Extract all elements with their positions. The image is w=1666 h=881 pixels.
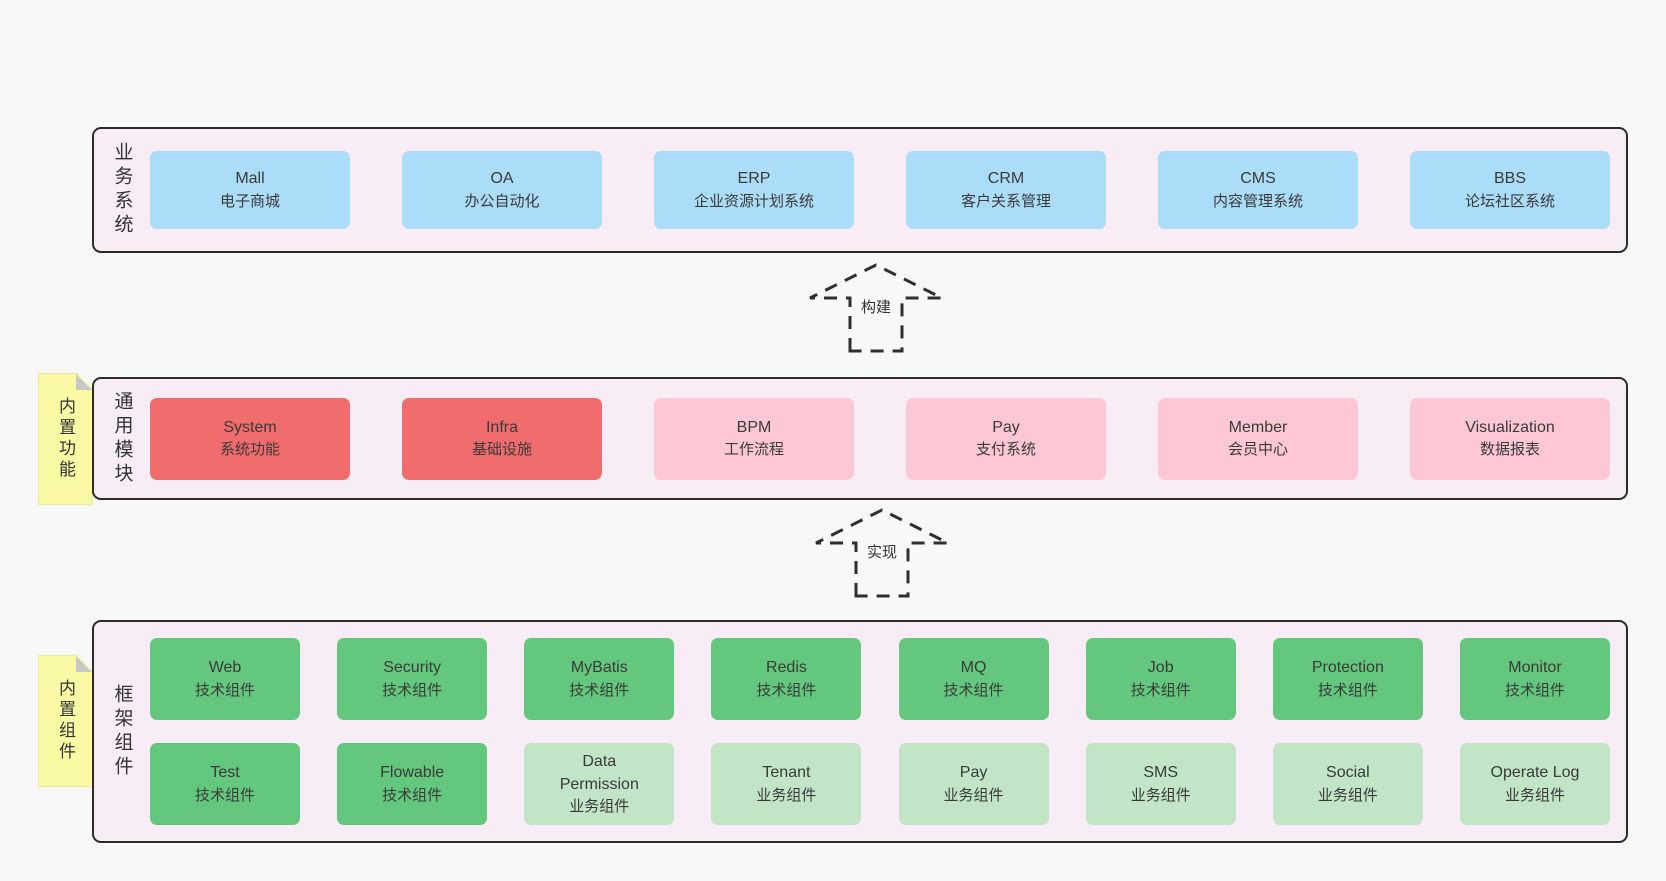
node-test: Test 技术组件 — [150, 743, 300, 825]
sticky-note-builtin-features: 内置功能 — [38, 373, 93, 505]
node-member: Member 会员中心 — [1158, 397, 1358, 480]
framework-components-row-1: Web 技术组件 Security 技术组件 MyBatis 技术组件 Redi… — [150, 638, 1610, 720]
node-infra: Infra 基础设施 — [402, 397, 602, 480]
node-bbs: BBS 论坛社区系统 — [1410, 151, 1610, 229]
business-systems-row: Mall 电子商城 OA 办公自动化 ERP 企业资源计划系统 CRM 客户关系… — [150, 151, 1626, 229]
node-data-permission: Data Permission 业务组件 — [524, 743, 675, 825]
implement-arrow: 实现 — [812, 507, 952, 599]
arrow-label-build: 构建 — [856, 295, 896, 318]
node-mybatis: MyBatis 技术组件 — [524, 638, 675, 720]
node-visualization: Visualization 数据报表 — [1410, 397, 1610, 480]
framework-components-grid: Web 技术组件 Security 技术组件 MyBatis 技术组件 Redi… — [150, 638, 1626, 825]
node-tenant: Tenant 业务组件 — [711, 743, 862, 825]
node-sms: SMS 业务组件 — [1085, 743, 1236, 825]
node-operate-log: Operate Log 业务组件 — [1459, 743, 1610, 825]
node-mq: MQ 技术组件 — [898, 638, 1049, 720]
section-framework-components: 框架组件 Web 技术组件 Security 技术组件 MyBatis 技术组件… — [92, 620, 1628, 843]
node-pay-system: Pay 支付系统 — [906, 397, 1106, 480]
sticky-note-builtin-components: 内置组件 — [38, 655, 93, 787]
section-label-common-modules: 通用模块 — [111, 390, 133, 487]
node-bpm: BPM 工作流程 — [654, 397, 854, 480]
node-web: Web 技术组件 — [150, 638, 300, 720]
node-crm: CRM 客户关系管理 — [906, 151, 1106, 229]
arrow-up-dashed-icon — [815, 508, 949, 598]
framework-components-row-2: Test 技术组件 Flowable 技术组件 Data Permission … — [150, 743, 1610, 825]
node-system: System 系统功能 — [150, 397, 350, 480]
common-modules-row: System 系统功能 Infra 基础设施 BPM 工作流程 Pay 支付系统… — [150, 397, 1626, 480]
section-label-framework-components: 框架组件 — [111, 683, 133, 780]
node-mall: Mall 电子商城 — [150, 151, 350, 229]
section-common-modules: 通用模块 System 系统功能 Infra 基础设施 BPM 工作流程 Pay… — [92, 377, 1628, 500]
node-job: Job 技术组件 — [1085, 638, 1236, 720]
node-monitor: Monitor 技术组件 — [1459, 638, 1610, 720]
section-label-business-systems: 业务系统 — [111, 142, 133, 238]
section-business-systems: 业务系统 Mall 电子商城 OA 办公自动化 ERP 企业资源计划系统 CRM… — [92, 127, 1628, 253]
node-protection: Protection 技术组件 — [1272, 638, 1423, 720]
node-cms: CMS 内容管理系统 — [1158, 151, 1358, 229]
node-pay-biz: Pay 业务组件 — [898, 743, 1049, 825]
arrow-up-dashed-icon — [809, 263, 943, 353]
folded-corner-icon — [76, 656, 92, 672]
node-flowable: Flowable 技术组件 — [337, 743, 488, 825]
node-redis: Redis 技术组件 — [711, 638, 862, 720]
node-oa: OA 办公自动化 — [402, 151, 602, 229]
folded-corner-icon — [76, 374, 92, 390]
node-erp: ERP 企业资源计划系统 — [654, 151, 854, 229]
node-security: Security 技术组件 — [337, 638, 488, 720]
build-arrow: 构建 — [806, 262, 946, 354]
arrow-label-implement: 实现 — [862, 540, 902, 563]
node-social: Social 业务组件 — [1272, 743, 1423, 825]
